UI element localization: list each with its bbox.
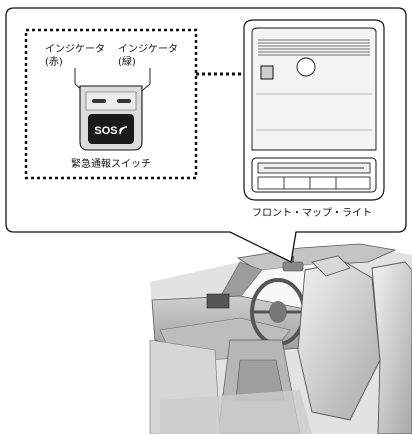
vent-grille	[258, 39, 370, 56]
sos-switch: SOS	[79, 85, 143, 151]
sos-button-text: SOS	[94, 125, 117, 137]
sos-button	[88, 114, 134, 144]
lamp-caption: フロント・マップ・ライト	[252, 207, 372, 219]
signal-icon	[119, 126, 128, 135]
indicator-red-lamp	[92, 99, 106, 103]
car-interior-illustration	[149, 243, 412, 434]
switch-detail-frame	[24, 28, 198, 180]
switch-caption: 緊急通報スイッチ	[71, 157, 151, 170]
overhead-console	[243, 19, 385, 201]
indicator-green-label: インジケータ	[118, 43, 178, 55]
front-map-light	[251, 157, 377, 193]
sensor-circle	[296, 57, 316, 77]
indicator-green-color-label: (緑)	[118, 55, 136, 68]
sos-switch-location-marker	[260, 65, 274, 80]
indicator-red-label: インジケータ	[45, 43, 105, 55]
indicator-green-lamp	[117, 99, 131, 103]
indicator-red-color-label: (赤)	[45, 56, 63, 68]
